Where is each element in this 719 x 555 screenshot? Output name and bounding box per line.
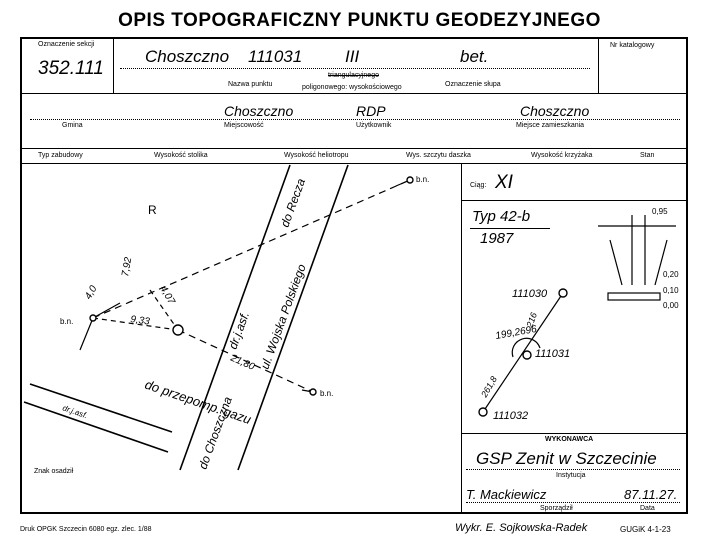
residence-label: Miejsce zamieszkania: [516, 122, 585, 129]
author-value: T. Mackiewicz: [466, 487, 547, 502]
distance-label: 21,80: [228, 352, 257, 373]
dotted-line: [30, 119, 680, 120]
drawn-by: Wykr. E. Sojkowska-Radek: [455, 522, 588, 534]
dim-label: 0,95: [652, 207, 668, 216]
dotted-line: [120, 68, 590, 69]
triang-label: triangulacyjnego: [328, 72, 379, 79]
catalog-label: Nr katalogowy: [610, 42, 655, 49]
road-name-label: ul. Wojska Polskiego: [258, 262, 309, 371]
contractor-label: WYKONAWCA: [545, 436, 594, 443]
dim-label: 0,00: [663, 301, 679, 310]
distance-label: 216: [524, 311, 539, 329]
traverse-value: XI: [495, 172, 513, 193]
divider: [461, 433, 688, 434]
dim-label: 0,20: [663, 270, 679, 279]
section-label: Oznaczenie sekcji: [38, 41, 95, 48]
dotted-line: [466, 502, 680, 503]
distance-label: 4,0: [83, 284, 100, 302]
divider: [20, 93, 688, 94]
dotted-line: [466, 469, 680, 470]
institution-value: GSP Zenit w Szczecinie: [476, 449, 657, 468]
residence-value: Choszczno: [520, 103, 590, 119]
traverse-label: Ciąg:: [470, 182, 487, 189]
polig-label: poligonowego: wysokościowego: [302, 84, 402, 91]
distance-label: 4,07: [157, 284, 176, 307]
type-value: Typ 42-b: [472, 208, 531, 225]
pump-road-surface: dr.j.asf.: [61, 403, 88, 420]
locality-label: Miejscowość: [224, 122, 264, 129]
date-value: 87.11.27.: [624, 487, 678, 502]
form-frame: [20, 37, 688, 514]
distance-label: 261,8: [479, 374, 499, 399]
pillar-mark: bet.: [460, 47, 489, 66]
section-value: 352.111: [38, 58, 104, 79]
institution-label: Instytucja: [556, 472, 586, 479]
point-name-label: Nazwa punktu: [228, 81, 273, 88]
column-label: Typ zabudowy: [38, 152, 83, 159]
point-label: 111032: [493, 410, 529, 422]
divider: [461, 163, 462, 514]
column-label: Wysokość heliotropu: [284, 152, 349, 159]
print-info: Druk OPGK Szczecin 6080 egz. zlec. 1/88: [20, 526, 152, 533]
bn-label: b.n.: [416, 175, 429, 184]
point-label: 111030: [512, 288, 548, 300]
divider: [20, 163, 688, 164]
set-by-label: Znak osadził: [34, 468, 74, 475]
author-label: Sporządził: [540, 505, 573, 512]
distance-label: 9,33: [130, 314, 151, 328]
pillar-label: Oznaczenie słupa: [445, 81, 501, 88]
locality-value: Choszczno: [224, 103, 294, 119]
column-label: Wysokość stolika: [154, 152, 208, 159]
distance-label: 7,92: [120, 256, 134, 278]
year-value: 1987: [480, 230, 514, 247]
point-number: 111031: [248, 47, 303, 66]
point-name: Choszczno: [145, 47, 230, 66]
mark-r: R: [148, 203, 157, 217]
divider: [470, 228, 550, 229]
date-label: Data: [640, 505, 655, 512]
user-label: Użytkownik: [356, 122, 392, 129]
page-title: OPIS TOPOGRAFICZNY PUNKTU GEODEZYJNEGO: [118, 10, 601, 31]
column-label: Wysokość krzyżaka: [531, 152, 593, 159]
dim-label: 0,10: [663, 286, 679, 295]
divider: [598, 37, 599, 93]
point-order: III: [345, 47, 360, 66]
divider: [113, 37, 114, 93]
bn-label: b.n.: [60, 317, 73, 326]
bn-label: b.n.: [320, 389, 333, 398]
point-label: 111031: [535, 348, 571, 360]
column-label: Stan: [640, 152, 655, 159]
form-code: GUGiK 4-1-23: [620, 525, 671, 534]
commune-label: Gmina: [62, 122, 83, 129]
column-label: Wys. szczytu daszka: [406, 152, 471, 159]
divider: [20, 148, 688, 149]
divider: [461, 200, 688, 201]
user-value: RDP: [356, 103, 386, 119]
